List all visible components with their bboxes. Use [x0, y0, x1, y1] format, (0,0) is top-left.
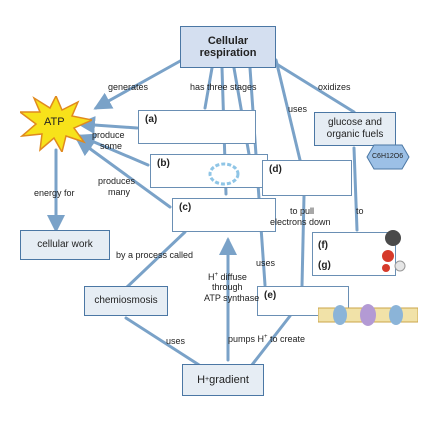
blank-g-label: (g)	[318, 260, 331, 271]
link-has-three-stages: has three stages	[190, 82, 257, 92]
membrane-icon	[318, 304, 418, 326]
blank-b: (b)	[150, 154, 268, 188]
h-gradient-node: H+gradient	[182, 364, 264, 396]
atp-burst-icon	[20, 96, 92, 152]
chemiosmosis-label: chemiosmosis	[94, 295, 158, 306]
krebs-cycle-icon	[208, 162, 240, 186]
blank-a: (a)	[138, 110, 256, 144]
cellular-work-node: cellular work	[20, 230, 110, 260]
chemiosmosis-node: chemiosmosis	[84, 286, 168, 316]
blank-fg	[312, 232, 396, 276]
link-uses-mid: uses	[256, 258, 276, 268]
blank-c: (c)	[172, 198, 276, 232]
c6-formula-label: C6H12O6	[372, 153, 404, 160]
blank-d: (d)	[262, 160, 352, 196]
h-gradient-sup: +	[205, 376, 210, 383]
blank-b-label: (b)	[157, 158, 170, 169]
link-h-diffuse-prefix: H	[208, 272, 215, 282]
blank-d-label: (d)	[269, 164, 282, 175]
blank-c-label: (c)	[179, 202, 192, 213]
link-to-pull-2: electrons down	[270, 217, 331, 227]
link-h-diffuse-2: through	[212, 282, 243, 292]
link-produce-some-1: produce	[92, 130, 125, 140]
link-to-pull-1: to pull	[290, 206, 315, 216]
link-pumps-suffix: to create	[267, 334, 306, 344]
link-pumps-prefix: pumps H	[228, 334, 265, 344]
link-h-diffuse-sup: +	[214, 272, 219, 278]
h-gradient-prefix: H	[197, 374, 206, 386]
link-h-diffuse-1: H+ diffuse	[208, 270, 247, 282]
glucose-hexagon-icon	[366, 144, 410, 170]
link-produce-some-2: some	[100, 141, 123, 151]
link-uses-right: uses	[288, 104, 308, 114]
link-generates: generates	[108, 82, 149, 92]
blank-e-label: (e)	[264, 290, 277, 301]
link-uses-bottom: uses	[166, 336, 186, 346]
atp-label: ATP	[44, 116, 65, 128]
cellular-respiration-node: Cellular respiration	[180, 26, 276, 68]
link-h-diffuse-3: ATP synthase	[204, 293, 260, 303]
link-by-process: by a process called	[116, 250, 194, 260]
h-gradient-suffix: gradient	[209, 374, 249, 386]
link-energy-for: energy for	[34, 188, 75, 198]
glucose-node: glucose and organic fuels	[314, 112, 396, 146]
link-pumps-sup: +	[264, 334, 268, 340]
link-h-diffuse-suffix: diffuse	[218, 272, 247, 282]
blank-f-label: (f)	[318, 240, 328, 251]
link-oxidizes: oxidizes	[318, 82, 351, 92]
link-to: to	[356, 206, 364, 216]
link-pumps: pumps H+ to create	[228, 332, 305, 344]
blank-a-label: (a)	[145, 114, 158, 125]
cellular-work-label: cellular work	[37, 239, 93, 250]
node-title-label: Cellular respiration	[199, 35, 257, 59]
link-produces-many-2: many	[108, 187, 131, 197]
link-produces-many-1: produces	[98, 176, 136, 186]
glucose-label: glucose and organic fuels	[326, 117, 384, 140]
oxygen-molecule-icon	[382, 230, 406, 272]
